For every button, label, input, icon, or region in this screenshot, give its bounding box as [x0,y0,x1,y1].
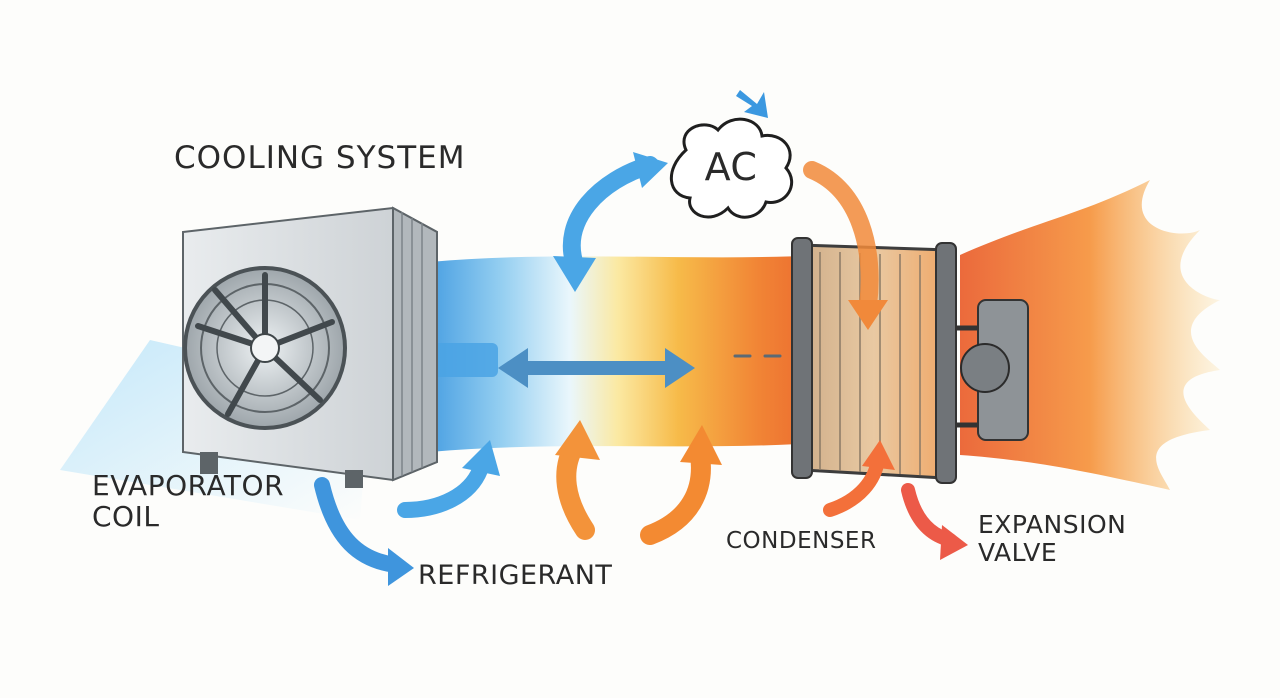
evaporator-coil-label: EVAPORATOR COIL [92,470,284,533]
expansion-label-line1: EXPANSION [978,510,1127,539]
arrow-icon [314,152,968,586]
expansion-valve-label: EXPANSION VALVE [978,511,1126,567]
temperature-band [430,255,830,452]
expansion-label-line2: VALVE [978,538,1058,567]
evaporator-label-line1: EVAPORATOR [92,469,285,502]
ac-cloud-icon [669,90,793,219]
ac-label: AC [704,145,758,189]
refrigerant-label: REFRIGERANT [418,560,613,591]
radiator-icon [791,237,1029,484]
fan-icon [182,206,438,488]
diagram-title: COOLING SYSTEM [174,140,466,176]
condenser-label: CONDENSER [726,528,877,554]
evaporator-label-line2: COIL [92,500,160,534]
